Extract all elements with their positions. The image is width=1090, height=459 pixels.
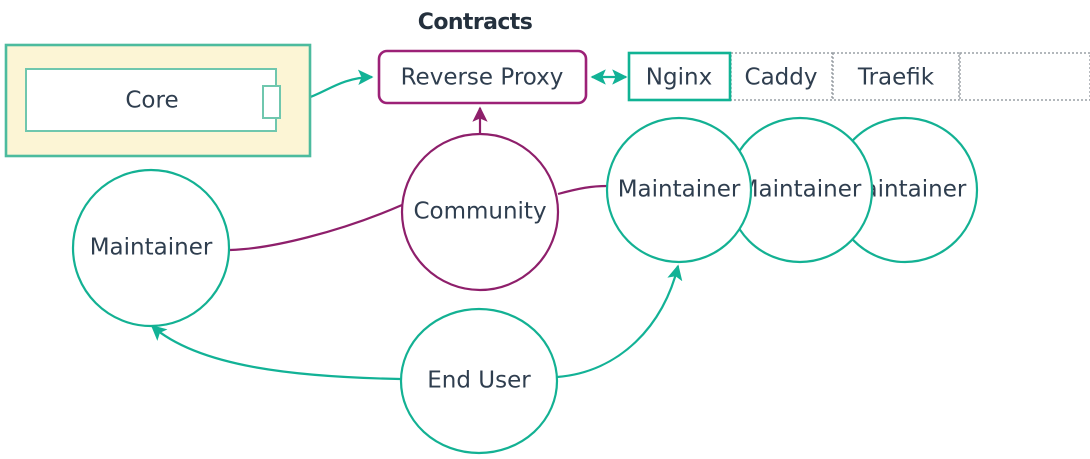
maintainer-left-label: Maintainer	[90, 235, 213, 261]
reverse-proxy-box[interactable]	[377, 49, 588, 105]
tab-empty-box[interactable]	[959, 52, 1090, 101]
tab-caddy-box[interactable]	[730, 52, 833, 101]
community-circle[interactable]	[400, 132, 560, 292]
maintainer-node-2[interactable]: Maintainer	[726, 116, 874, 264]
core-port-connector[interactable]	[262, 85, 281, 119]
edge-community-maintainer-right	[557, 184, 608, 196]
tab-nginx-label: Nginx	[646, 65, 712, 91]
reverse-proxy-label: Reverse Proxy	[401, 65, 564, 91]
end-user-circle[interactable]	[399, 307, 559, 455]
end-user-node[interactable]: End User	[399, 307, 559, 455]
community-node[interactable]: Community	[400, 132, 560, 292]
end-user-label: End User	[427, 368, 531, 394]
maintainer-2-label: Maintainer	[739, 177, 862, 203]
proxy-implementation-tabs[interactable]: Nginx Caddy Traefik	[627, 51, 1090, 102]
community-label: Community	[413, 199, 546, 225]
maintainer-1-label: Maintainer	[618, 177, 741, 203]
edge-enduser-maintainer-right	[556, 264, 683, 379]
maintainer-node-1[interactable]: Maintainer	[605, 116, 753, 264]
edge-community-maintainer-left	[229, 203, 403, 252]
tab-caddy-label: Caddy	[745, 65, 818, 91]
maintainer-left-node[interactable]: Maintainer	[71, 168, 231, 328]
contracts-group-title: Contracts	[418, 10, 533, 35]
tab-traefik-box[interactable]	[832, 52, 960, 101]
maintainer-left-circle[interactable]	[71, 168, 231, 328]
reverse-proxy-node[interactable]: Reverse Proxy	[377, 49, 588, 105]
tab-nginx-box[interactable]	[627, 51, 732, 102]
maintainer-1-circle[interactable]	[605, 116, 753, 264]
edge-enduser-maintainer-left	[150, 324, 401, 381]
tab-traefik-label: Traefik	[857, 65, 935, 91]
core-node-label: Core	[125, 88, 178, 114]
core-group: Core	[4, 43, 312, 158]
core-node-box[interactable]	[25, 68, 277, 132]
